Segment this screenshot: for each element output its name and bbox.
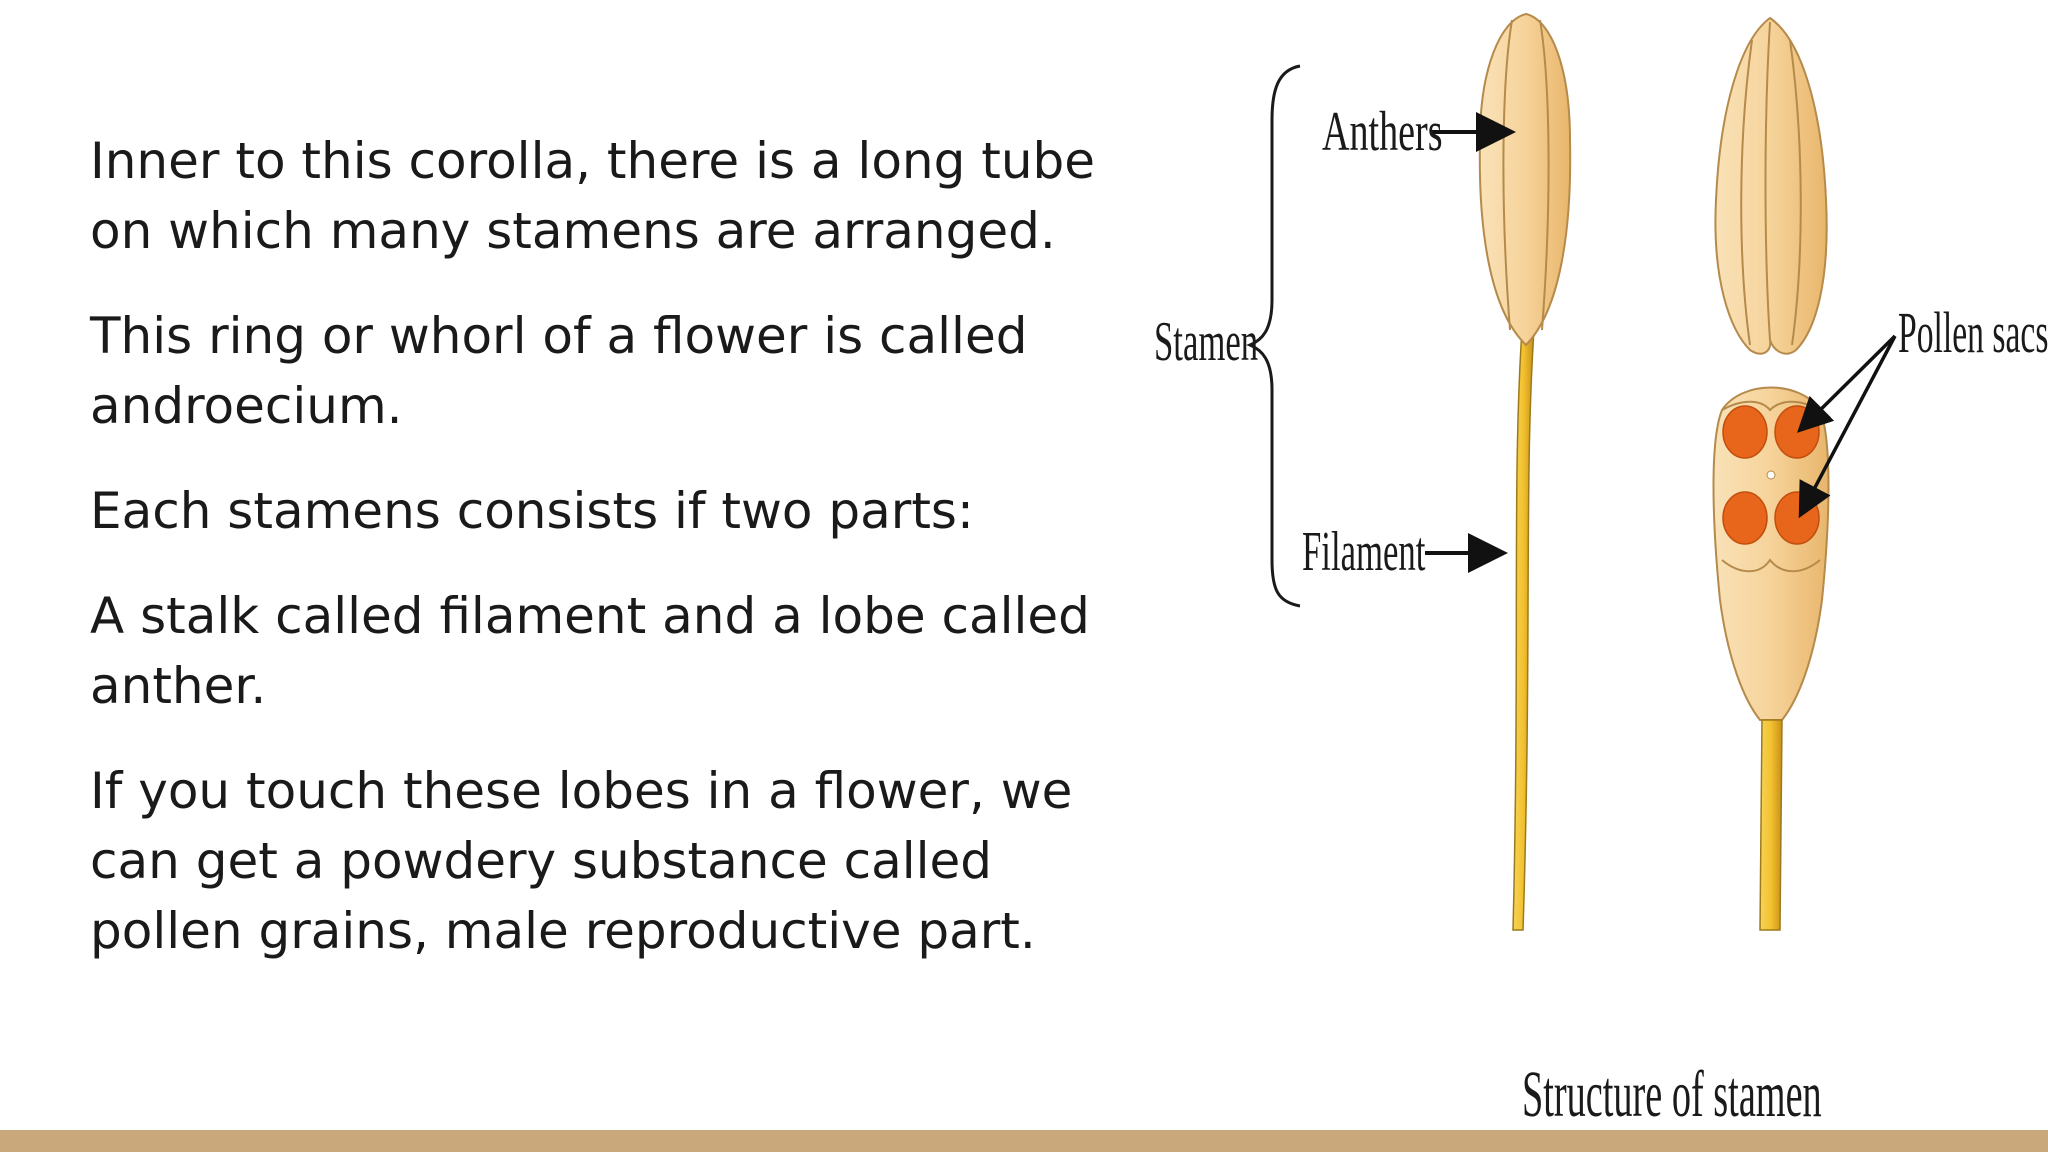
left-anther: [1478, 12, 1572, 347]
stamen-label: Stamen: [1154, 311, 1258, 374]
pollen-sac-top-right: [1774, 405, 1820, 459]
stamen-brace: [1246, 64, 1301, 608]
pollen-sac-top-left: [1722, 405, 1768, 459]
left-filament: [1512, 329, 1535, 931]
pollen-sacs-arrow-upper: [1797, 334, 1897, 433]
pollen-sacs-arrow-lower: [1798, 335, 1897, 519]
paragraph-corolla: Inner to this corolla, there is a long t…: [90, 132, 1096, 260]
paragraph-pollen-grains: If you touch these lobes in a flower, we…: [90, 762, 1073, 960]
paragraph-androecium: This ring or whorl of a flower is called…: [90, 307, 1028, 435]
paragraph-filament-anther: A stalk called filament and a lobe calle…: [90, 587, 1090, 715]
right-filament: [1759, 719, 1783, 931]
slide-text: Inner to this corolla, there is a long t…: [90, 126, 1150, 1001]
filament-label: Filament: [1302, 521, 1425, 584]
anthers-label: Anthers: [1322, 101, 1443, 163]
bottom-accent-bar: [0, 1130, 2048, 1152]
diagram-caption: Structure of stamen: [1522, 1057, 1822, 1130]
paragraph-two-parts: Each stamens consists if two parts:: [90, 482, 974, 540]
pollen-sac-bottom-left: [1722, 491, 1768, 545]
stamen-illustration: Anthers Stamen Filament Pollen sacs Stru…: [1154, 12, 2048, 1130]
right-anther-top: [1714, 16, 1828, 355]
stamen-diagram: Anthers Stamen Filament Pollen sacs Stru…: [1140, 0, 2048, 1130]
pollen-sac-bottom-right: [1774, 491, 1820, 545]
pollen-sacs-label: Pollen sacs: [1898, 302, 2048, 366]
